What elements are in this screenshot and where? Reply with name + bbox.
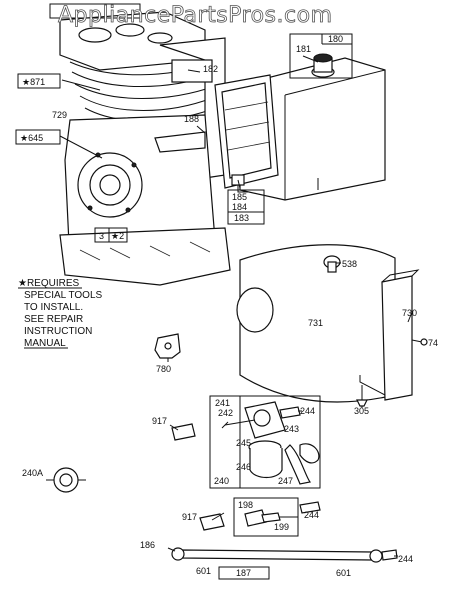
callout-244-middle: 244 — [304, 510, 319, 520]
fuel-line-187 — [171, 547, 398, 580]
bracket-780 — [154, 333, 181, 359]
callout-645: ★645 — [20, 133, 43, 143]
callout-240: 240 — [214, 476, 229, 486]
callout-2: ★2 — [111, 231, 124, 241]
callout-185: 185 — [232, 192, 247, 202]
callout-917-lower: 917 — [182, 512, 197, 522]
fuel-filter-240A — [46, 467, 86, 493]
callout-180: 180 — [328, 34, 343, 44]
callout-199: 199 — [274, 522, 289, 532]
note-line-3: TO INSTALL. — [24, 302, 83, 313]
clip-917-upper — [171, 423, 196, 441]
callout-729: 729 — [52, 110, 67, 120]
callout-labels: ★645 ★871 729 182 181 180 188 185 184 18… — [20, 34, 438, 578]
callout-183: 183 — [234, 213, 249, 223]
callout-601-left: 601 — [196, 566, 211, 576]
callout-187: 187 — [236, 568, 251, 578]
callout-244-lower: 244 — [398, 554, 413, 564]
callout-3: 3 — [99, 231, 104, 241]
callout-247: 247 — [278, 476, 293, 486]
callout-730: 730 — [402, 308, 417, 318]
note-line-1: ★REQUIRES — [18, 278, 80, 289]
callout-242: 242 — [218, 408, 233, 418]
special-tools-note: ★REQUIRES SPECIAL TOOLS TO INSTALL. SEE … — [18, 278, 103, 349]
callout-246: 246 — [236, 462, 251, 472]
engine-shroud — [236, 244, 428, 407]
leader-lines — [59, 55, 413, 557]
callout-871: ★871 — [22, 77, 45, 87]
callout-780: 780 — [156, 364, 171, 374]
engine-block — [59, 11, 231, 286]
callout-240A: 240A — [22, 468, 43, 478]
callout-731: 731 — [308, 318, 323, 328]
callout-601-right: 601 — [336, 568, 351, 578]
callout-245: 245 — [236, 438, 251, 448]
callout-181: 181 — [296, 44, 311, 54]
callout-184: 184 — [232, 202, 247, 212]
callout-186: 186 — [140, 540, 155, 550]
callout-198: 198 — [238, 500, 253, 510]
watermark: AppliancePartsPros.com — [58, 3, 333, 28]
callout-538: 538 — [342, 259, 357, 269]
fuel-tank-assembly — [214, 53, 386, 201]
callout-243: 243 — [284, 424, 299, 434]
note-line-6: MANUAL — [24, 338, 66, 349]
note-line-4: SEE REPAIR — [24, 314, 83, 325]
callout-305: 305 — [354, 406, 369, 416]
callout-244-upper: 244 — [300, 406, 315, 416]
callout-188: 188 — [184, 114, 199, 124]
note-line-2: SPECIAL TOOLS — [24, 290, 103, 301]
carburetor-group — [209, 395, 321, 489]
clip-917-lower — [199, 513, 225, 531]
callout-182: 182 — [203, 64, 218, 74]
callout-boxes — [15, 3, 353, 243]
note-line-5: INSTRUCTION — [24, 326, 92, 337]
callout-917-upper: 917 — [152, 416, 167, 426]
fitting-group-198 — [233, 497, 321, 537]
callout-74: 74 — [428, 338, 438, 348]
callout-241: 241 — [215, 398, 230, 408]
